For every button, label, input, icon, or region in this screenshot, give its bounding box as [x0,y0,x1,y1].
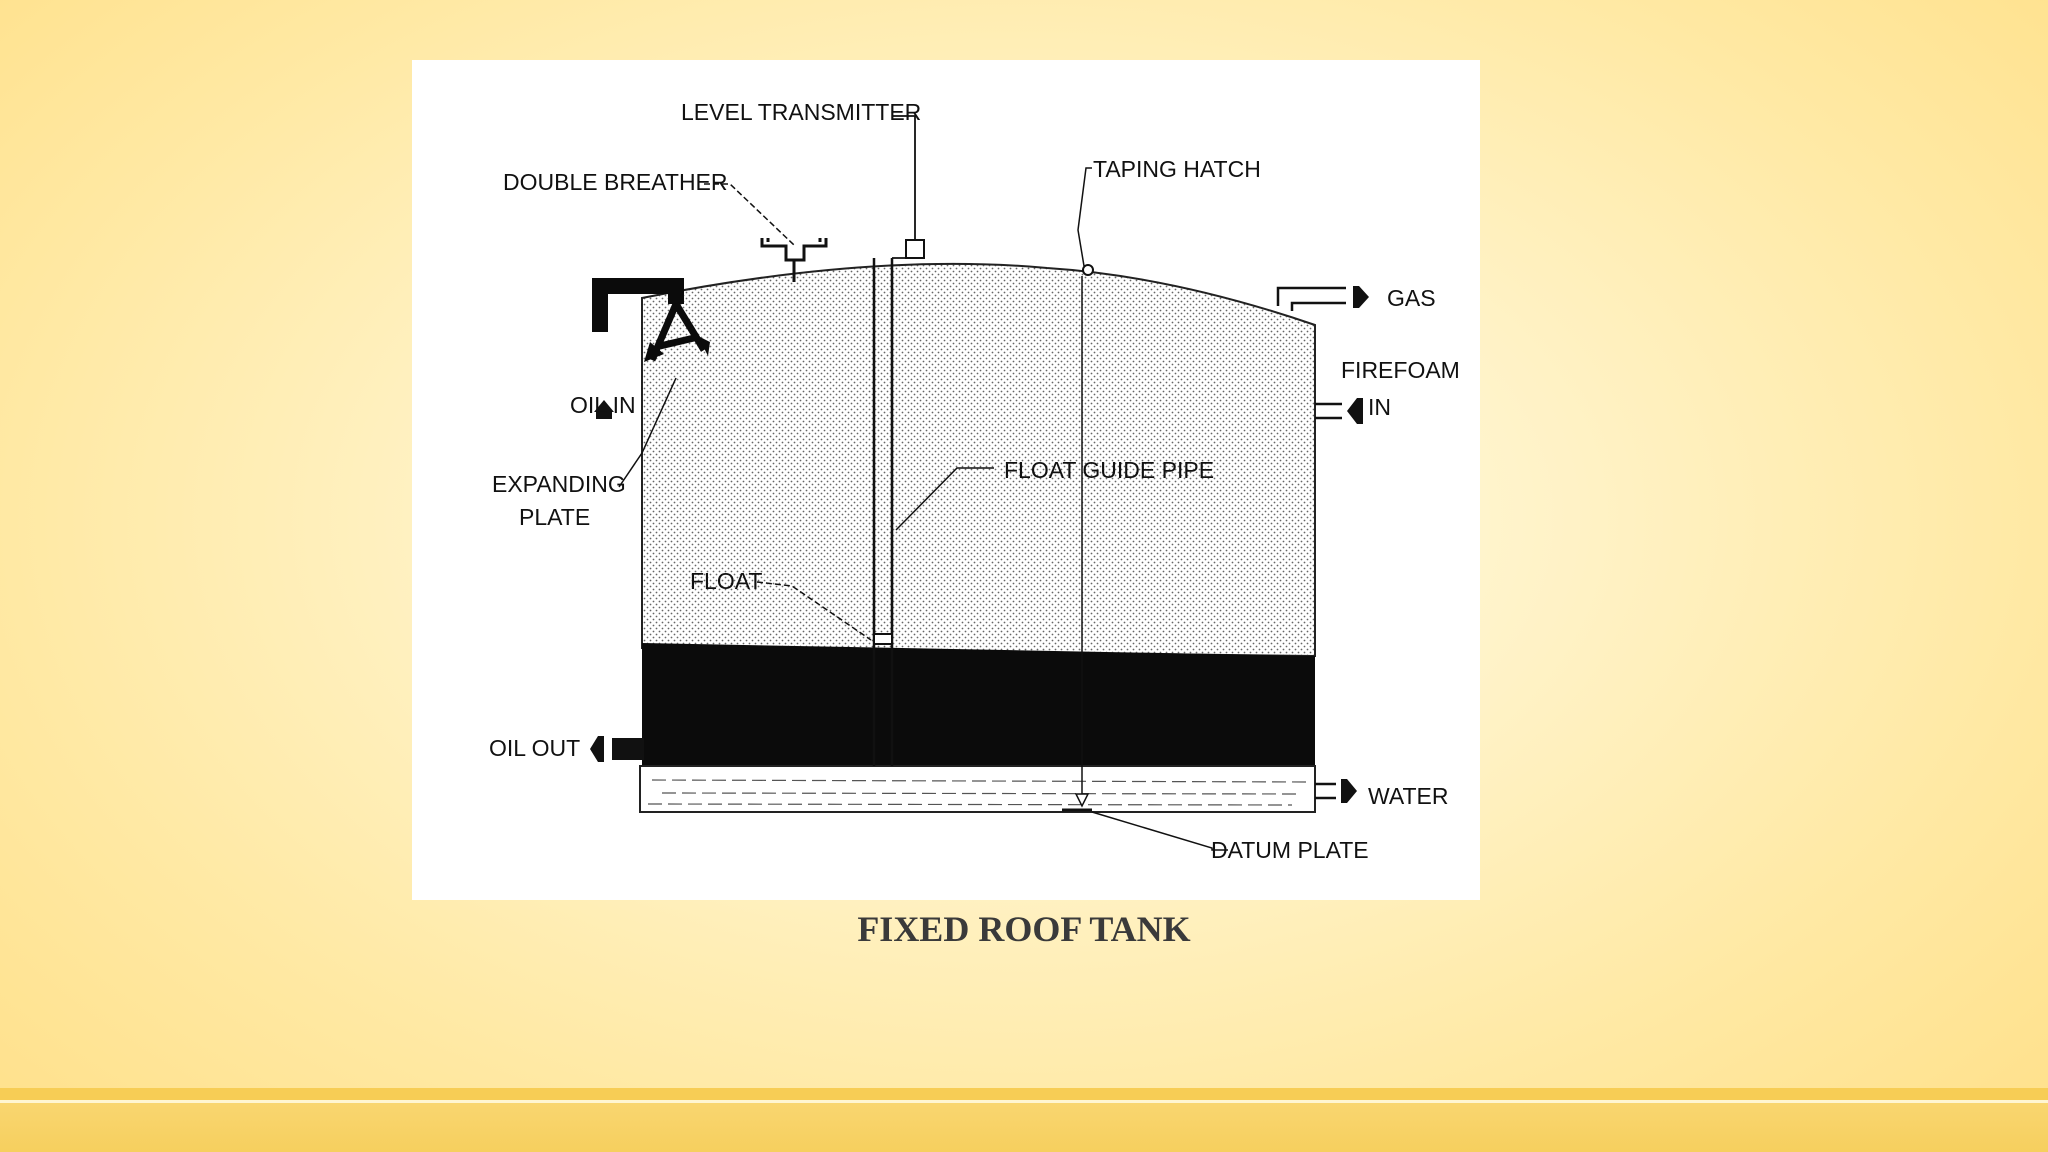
label-oil-out: OIL OUT [489,735,580,761]
oil-out-pipe [612,738,644,760]
gas-outlet-pipe [1276,286,1346,311]
label-water: WATER [1368,783,1449,809]
slide-caption: FIXED ROOF TANK [857,909,1191,949]
diagram-panel: LEVEL TRANSMITTER DOUBLE BREATHER TAPING… [412,60,1480,900]
oil-in-pipe [592,278,684,332]
footer-band [0,1088,2048,1152]
label-datum-plate: DATUM PLATE [1211,837,1369,863]
label-expanding: EXPANDING [492,471,626,497]
double-breather [760,238,828,282]
label-plate: PLATE [519,504,590,530]
level-transmitter-box [905,239,925,259]
label-float-guide-pipe: FLOAT GUIDE PIPE [1004,457,1214,483]
label-gas: GAS [1387,285,1436,311]
label-firefoam-in: IN [1368,394,1391,420]
tank-vapor-space [641,262,1316,658]
label-float: FLOAT [690,568,762,594]
label-double-breather: DOUBLE BREATHER [503,169,728,195]
datum-plate-weight [1074,793,1090,808]
float [873,633,893,645]
oil-layer [642,643,1315,772]
fixed-roof-tank-diagram: LEVEL TRANSMITTER DOUBLE BREATHER TAPING… [489,99,1460,863]
label-taping-hatch: TAPING HATCH [1093,156,1261,182]
label-level-transmitter: LEVEL TRANSMITTER [681,99,921,125]
float-guide-pipe [872,258,894,766]
taping-hatch-icon [1082,264,1094,276]
label-firefoam: FIREFOAM [1341,357,1460,383]
label-oil-in: OIL IN [570,392,636,418]
